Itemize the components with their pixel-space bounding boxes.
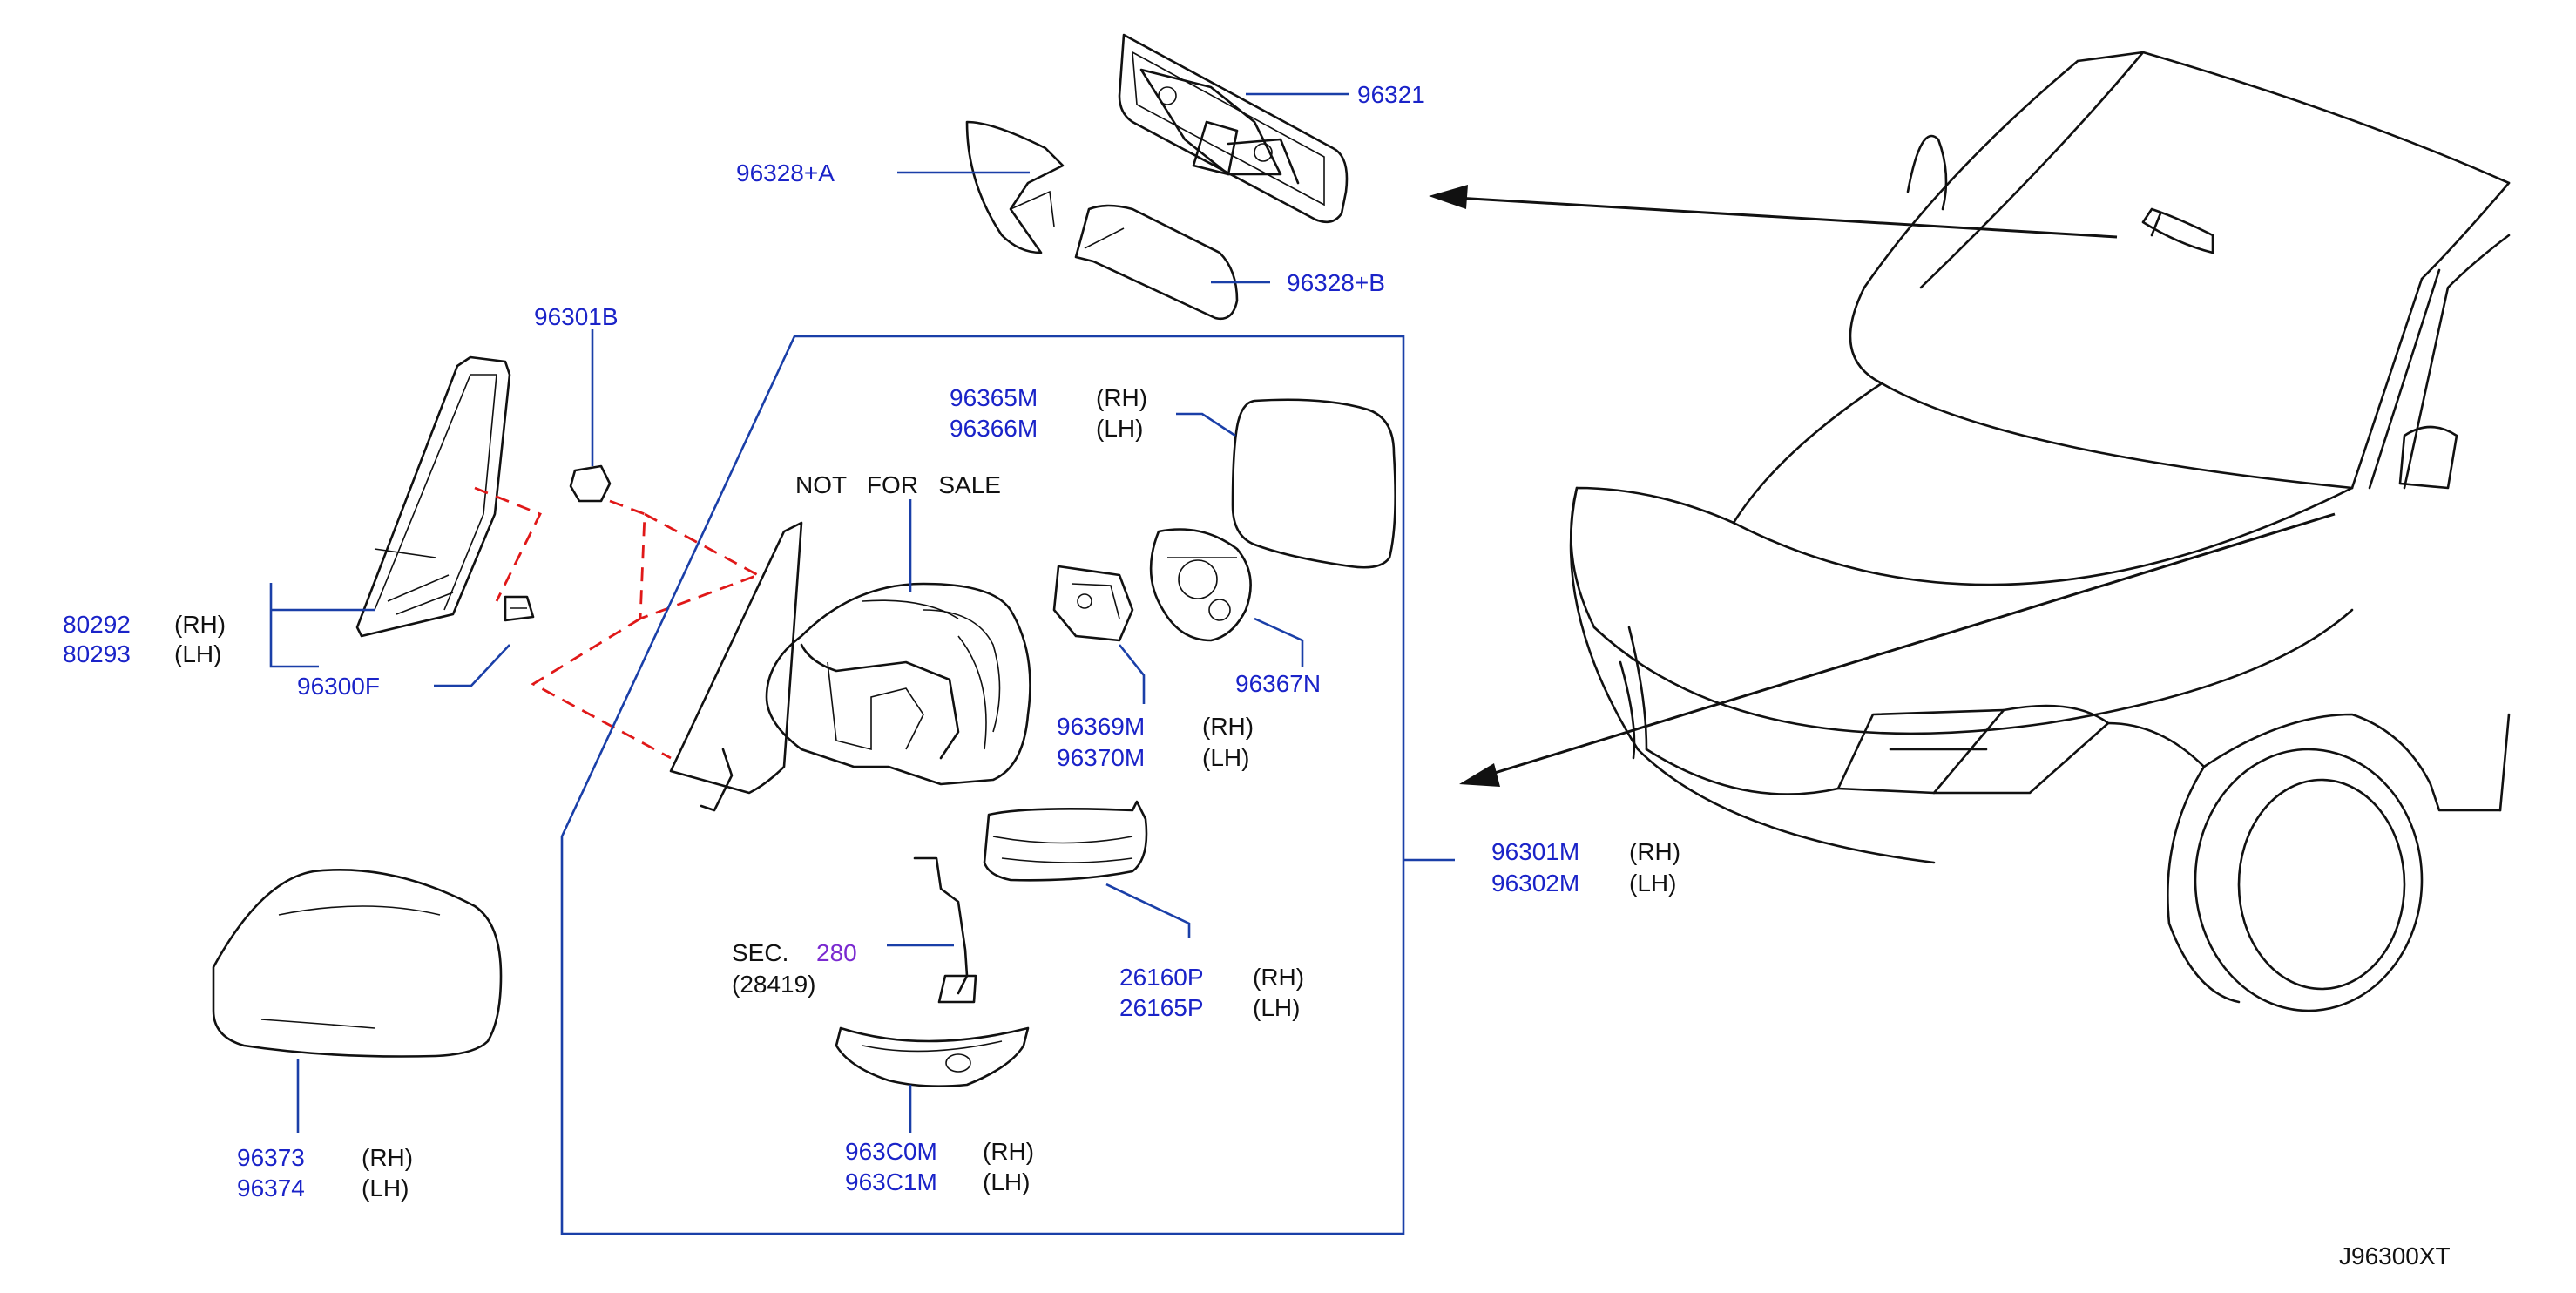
side-rh-96365m: (RH) (1096, 384, 1147, 411)
labels: 96321 96328+A 96328+B 96301B 80292 (RH) … (63, 81, 2451, 1269)
side-rh-96369m: (RH) (1202, 713, 1254, 740)
part-96370m: 96370M (1057, 744, 1145, 771)
side-lh-26165p: (LH) (1253, 994, 1300, 1021)
part-96366m: 96366M (950, 415, 1038, 442)
part-96373: 96373 (237, 1144, 305, 1171)
sec-280-link[interactable]: 280 (816, 939, 857, 966)
side-rh-80292: (RH) (174, 611, 226, 638)
inner-cover-illustration (355, 355, 511, 638)
part-80293: 80293 (63, 640, 131, 667)
turn-signal-lamp-illustration (983, 800, 1148, 882)
part-963c1m: 963C1M (845, 1168, 937, 1195)
side-lh-80293: (LH) (174, 640, 221, 667)
side-lh-963c1m: (LH) (983, 1168, 1030, 1195)
assembly-frame (560, 335, 1405, 1235)
mirror-actuator-illustration (1149, 528, 1252, 642)
mirror-cover-illustration (212, 869, 503, 1058)
vehicle-illustration (1569, 51, 2511, 1012)
part-96300f: 96300F (297, 673, 380, 700)
part-80292: 80292 (63, 611, 131, 638)
side-rh-96301m: (RH) (1629, 838, 1680, 865)
side-lh-96366m: (LH) (1096, 415, 1143, 442)
wiring-harness-illustration (913, 856, 977, 1004)
door-mirror-assembly-illustration (669, 521, 1031, 812)
mirror-motor-illustration (1052, 565, 1134, 642)
side-rh-963c0m: (RH) (983, 1138, 1034, 1165)
sec-sub-28419: (28419) (732, 971, 816, 998)
diagram-code: J96300XT (2339, 1242, 2451, 1269)
rearview-mirror-illustration (965, 33, 1349, 321)
side-rh-26160p: (RH) (1253, 964, 1304, 991)
lower-cover-illustration (835, 1026, 1030, 1087)
reference-arrows (1429, 185, 2336, 787)
leader-lines (269, 92, 1455, 1133)
part-26165p: 26165P (1119, 994, 1204, 1021)
part-96328-b: 96328+B (1287, 269, 1385, 296)
part-96374: 96374 (237, 1175, 305, 1202)
part-96328-a: 96328+A (736, 159, 835, 186)
side-rh-96373: (RH) (362, 1144, 413, 1171)
part-26160p: 26160P (1119, 964, 1204, 991)
assembly-dashed-lines (474, 486, 759, 760)
side-lh-96374: (LH) (362, 1175, 409, 1202)
part-96365m: 96365M (950, 384, 1038, 411)
nut-96301B-illustration (569, 464, 612, 503)
part-96302m: 96302M (1491, 870, 1579, 897)
part-96301b: 96301B (534, 303, 619, 330)
part-963c0m: 963C0M (845, 1138, 937, 1165)
not-for-sale-label: NOT FOR SALE (795, 471, 1001, 498)
sec-prefix: SEC. (732, 939, 788, 966)
part-96369m: 96369M (1057, 713, 1145, 740)
side-lh-96370m: (LH) (1202, 744, 1249, 771)
part-96321: 96321 (1357, 81, 1425, 108)
part-96301m: 96301M (1491, 838, 1579, 865)
part-96367n: 96367N (1235, 670, 1321, 697)
side-lh-96302m: (LH) (1629, 870, 1676, 897)
mirror-glass-illustration (1231, 398, 1396, 569)
grommet-96300F-illustration (504, 595, 535, 622)
